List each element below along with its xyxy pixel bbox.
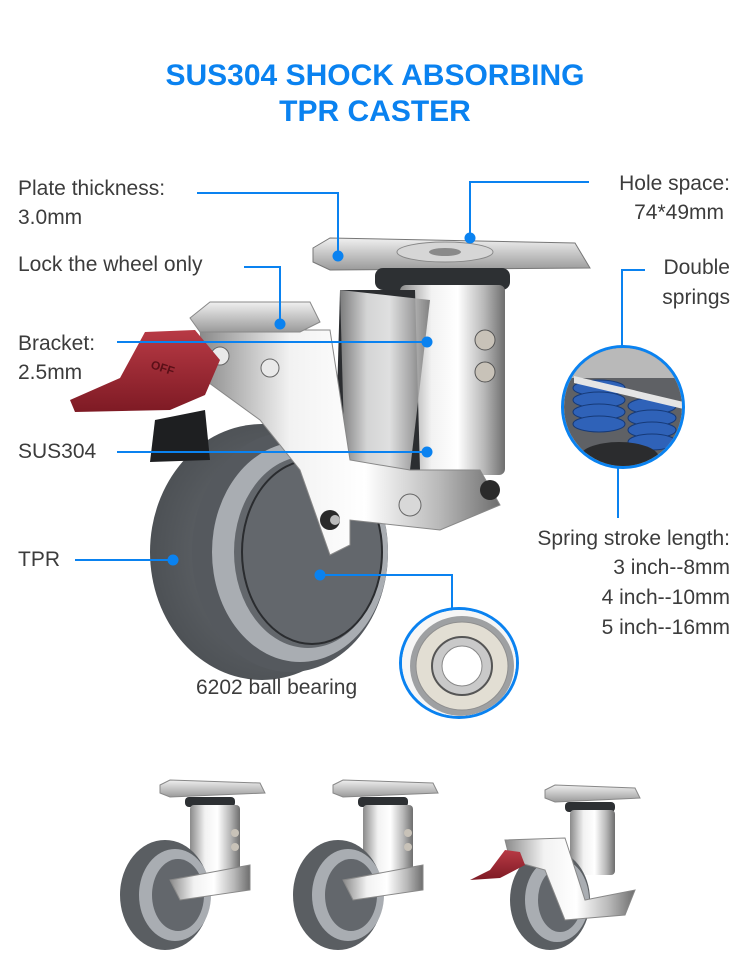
spring-detail-image xyxy=(561,345,685,469)
bracket-value: 2.5mm xyxy=(18,361,83,384)
plate-thickness-value: 3.0mm xyxy=(18,206,83,229)
spring-stroke-row: 5 inch--16mm xyxy=(601,616,730,639)
bearing-leader-v xyxy=(451,574,453,609)
brake-pedal: OFF xyxy=(70,330,220,462)
top-plate xyxy=(312,237,591,271)
bracket-marker xyxy=(421,336,433,348)
hole-space-value: 74*49mm xyxy=(634,201,724,224)
lock-wheel-marker xyxy=(274,318,286,330)
variant-caster xyxy=(120,779,266,950)
hole-space-leader xyxy=(469,181,589,183)
hole-space-leader-v xyxy=(469,181,471,238)
double-springs-icon xyxy=(564,348,682,466)
plate-thickness-leader xyxy=(197,192,339,194)
title-line-1: SUS304 SHOCK ABSORBING xyxy=(165,59,585,92)
double-springs-leader-v xyxy=(621,269,623,346)
bracket-arm xyxy=(189,301,501,556)
double-springs-label-2: springs xyxy=(662,286,730,309)
tpr-label: TPR xyxy=(18,548,60,571)
variant-caster xyxy=(293,779,439,950)
bracket-label: Bracket: xyxy=(18,332,96,355)
tpr-leader xyxy=(75,559,173,561)
plate-thickness-leader-v xyxy=(337,192,339,256)
bearing-detail-image xyxy=(399,607,519,719)
lock-wheel-leader-v xyxy=(279,266,281,324)
lock-wheel-label: Lock the wheel only xyxy=(18,253,203,276)
spring-stroke-row: 3 inch--8mm xyxy=(613,556,730,579)
bearing-label: 6202 ball bearing xyxy=(196,676,358,699)
ball-bearing-icon xyxy=(402,610,516,716)
swivel-housing xyxy=(335,268,510,475)
bracket-leader xyxy=(117,341,427,343)
hole-space-label: Hole space: xyxy=(619,172,730,195)
bearing-leader xyxy=(320,574,453,576)
double-springs-label: Double xyxy=(663,256,730,279)
sus304-marker xyxy=(421,446,433,458)
spring-stroke-row: 4 inch--10mm xyxy=(601,586,730,609)
lock-wheel-leader xyxy=(244,266,281,268)
plate-thickness-label: Plate thickness: xyxy=(18,177,166,200)
tpr-marker xyxy=(167,554,179,566)
sus304-label: SUS304 xyxy=(18,440,97,463)
title-line-2: TPR CASTER xyxy=(279,95,471,128)
spring-stroke-heading: Spring stroke length: xyxy=(537,527,730,550)
spring-stroke-leader-v xyxy=(617,468,619,518)
double-springs-leader xyxy=(621,269,645,271)
hole-space-marker xyxy=(464,232,476,244)
variant-caster-with-brake xyxy=(470,784,641,950)
plate-thickness-marker xyxy=(332,250,344,262)
sus304-leader xyxy=(117,451,427,453)
